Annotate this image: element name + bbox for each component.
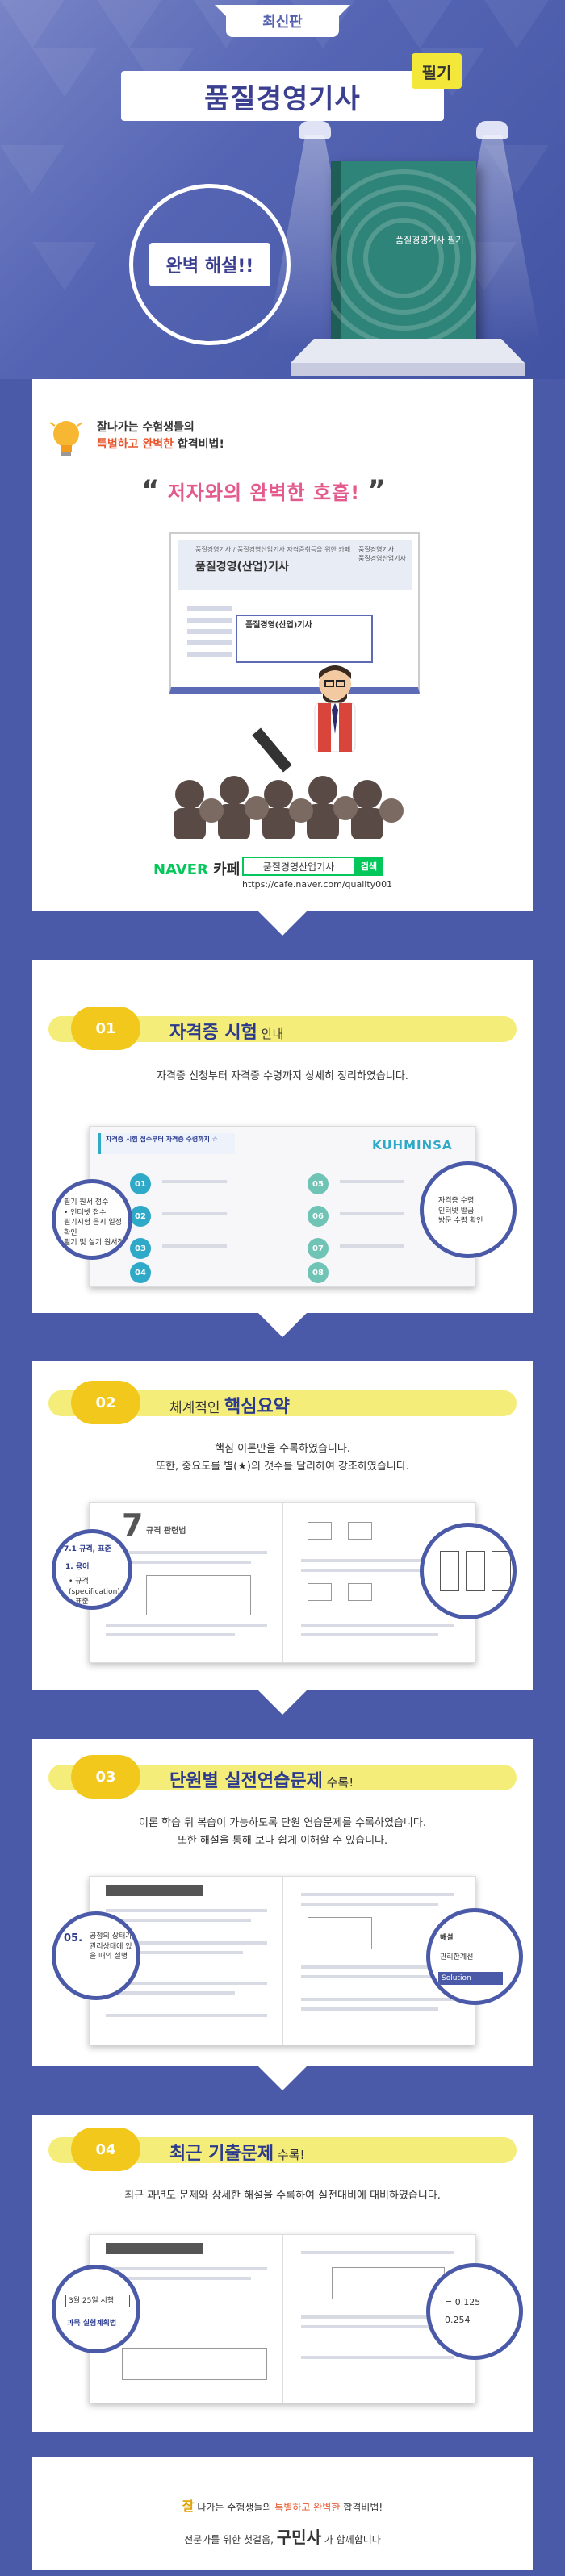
cafe-content-box-title: 품질경영(산업)기사 — [245, 621, 312, 630]
naver-cafe-logo: NAVER 카페 — [153, 861, 241, 878]
magnifier-left: 7.1 규격, 표준 1. 용어 • 규격(specification) • 표… — [52, 1529, 132, 1610]
section-number: 03 — [71, 1755, 140, 1799]
book-main-title: 품질경영기사 — [121, 71, 444, 121]
cafe-search-button[interactable]: 검색 — [355, 857, 383, 876]
footer — [32, 2457, 533, 2570]
practice-page-preview — [89, 1876, 476, 2045]
written-exam-tag: 필기 — [412, 53, 462, 89]
footer-tagline: 잘 나가는 수험생들의 특별하고 완벽한 합격비법! — [182, 2499, 383, 2514]
cafe-subtitle: 품질경영기사 / 품질경영산업기사 자격증취득을 위한 카페 — [195, 546, 351, 553]
brand-logo: KUHMINSA — [372, 1138, 453, 1153]
book-cover: 품질경영기사 필기 — [331, 161, 476, 347]
section-title: 체계적인 핵심요약 — [170, 1397, 290, 1417]
cafe-header — [178, 540, 412, 590]
section-01-header: 01 자격증 시험 안내 — [48, 1007, 517, 1050]
cafe-title: 품질경영(산업)기사 — [195, 561, 289, 573]
display-pedestal — [291, 339, 525, 363]
cafe-screenshot: 품질경영기사 / 품질경영산업기사 자격증취득을 위한 카페 품질경영(산업)기… — [170, 532, 420, 694]
magnifier-right: 자격증 수령 인터넷 발급 방문 수령 확인 — [420, 1161, 517, 1258]
magnifier-left: 3월 25일 시행 과목 실험계획법 — [52, 2265, 140, 2353]
cafe-url-link[interactable]: https://cafe.naver.com/quality001 — [242, 879, 393, 890]
spotlight-icon — [476, 121, 508, 139]
section-divider — [32, 2432, 533, 2457]
cafe-side-text: 품질경영기사 품질경영산업기사 — [358, 546, 406, 563]
section-03-header: 03 단원별 실전연습문제 수록! — [48, 1755, 517, 1799]
section-02-desc: 핵심 이론만을 수록하였습니다. 또한, 중요도를 별(★)의 갯수를 달리하여… — [156, 1443, 409, 1473]
guide-page-preview: 자격증 시험 접수부터 자격증 수령까지 ☆ KUHMINSA 01 02 03… — [89, 1126, 476, 1287]
section-title: 최근 기출문제 수록! — [170, 2144, 305, 2164]
intro-line-1: 잘나가는 수험생들의 — [97, 421, 195, 434]
footer-publisher: 전문가를 위한 첫걸음, 구민사 가 함께합니다 — [184, 2528, 381, 2547]
intro-tagline: 잘나가는 수험생들의 특별하고 완벽한 합격비법! — [97, 419, 224, 453]
section-number: 02 — [71, 1381, 140, 1424]
past-exam-page-preview — [89, 2234, 476, 2403]
section-04-header: 04 최근 기출문제 수록! — [48, 2128, 517, 2171]
cafe-search-box[interactable]: 품질경영산업기사 — [242, 857, 355, 876]
edition-badge: 최신판 — [226, 5, 339, 37]
section-04-desc: 최근 과년도 문제와 상세한 해설을 수록하여 실전대비에 대비하였습니다. — [124, 2190, 441, 2202]
section-02-header: 02 체계적인 핵심요약 — [48, 1381, 517, 1424]
book-cover-title: 품질경영기사 필기 — [396, 235, 464, 245]
section-01-desc: 자격증 신청부터 자격증 수령까지 상세히 정리하였습니다. — [157, 1070, 408, 1082]
content-card — [32, 379, 533, 2557]
speech-bubble: 완벽 해설!! — [129, 184, 291, 345]
magnifier-right: = 0.125 0.254 — [426, 2263, 523, 2360]
intro-line-2: 특별하고 완벽한 합격비법! — [97, 438, 224, 451]
speech-bubble-text: 완벽 해설!! — [149, 243, 270, 286]
cafe-content-box — [236, 615, 373, 663]
section-title: 단원별 실전연습문제 수록! — [170, 1771, 354, 1791]
guide-page-head: 자격증 시험 접수부터 자격증 수령까지 ☆ — [106, 1136, 218, 1143]
chapter-title: 규격 관련법 — [146, 1527, 186, 1536]
publisher-logo: 구민사 — [276, 2528, 321, 2547]
magnifier-left: 05. 공정의 상태가 관리상태에 있을 때의 설명 — [52, 1911, 140, 2000]
author-quote: “ 저자와의 완벽한 호흡! ” — [141, 474, 387, 506]
summary-page-preview: 7 규격 관련법 — [89, 1502, 476, 1663]
spotlight-icon — [299, 121, 331, 139]
magnifier-left: 필기 원서 접수 • 인터넷 접수 필기시험 응시 일정 확인 필기 및 실기 … — [52, 1179, 132, 1260]
magnifier-right: 해설 관리한계선 Solution — [426, 1908, 523, 2005]
audience-illustration — [174, 776, 404, 839]
section-title: 자격증 시험 안내 — [170, 1023, 284, 1043]
section-number: 04 — [71, 2128, 140, 2171]
section-03-desc: 이론 학습 뒤 복습이 가능하도록 단원 연습문제를 수록하였습니다. 또한 해… — [139, 1817, 426, 1848]
pedestal-base — [291, 363, 525, 376]
magnifier-right — [420, 1523, 517, 1619]
lightbulb-icon — [49, 421, 83, 456]
section-number: 01 — [71, 1007, 140, 1050]
hero-banner: 최신판 품질경영기사 필기 품질경영기사 필기 완벽 해설!! — [0, 0, 565, 379]
teacher-illustration — [314, 665, 356, 752]
chapter-number: 7 — [122, 1507, 144, 1543]
